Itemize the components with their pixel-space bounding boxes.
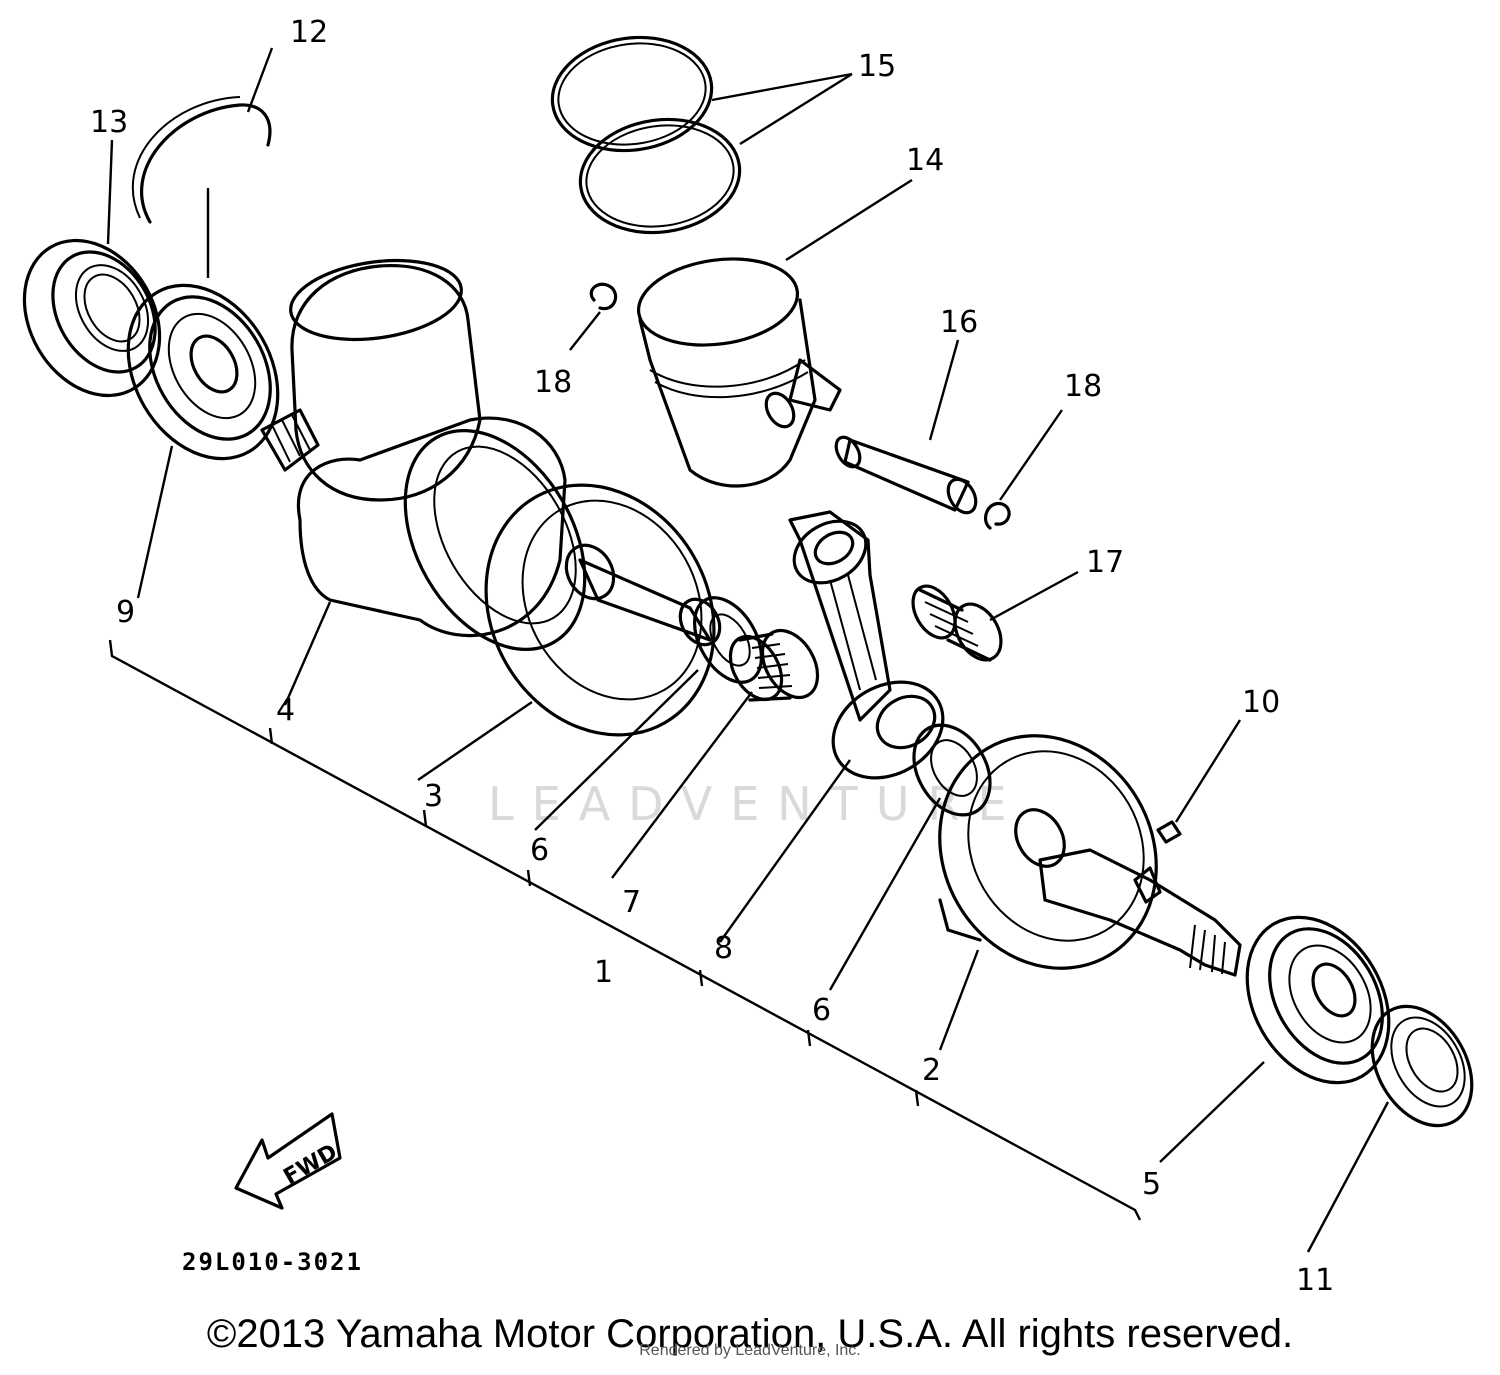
oil-seal-right[interactable] [1352, 989, 1492, 1144]
callout-13: 13 [90, 105, 128, 140]
callout-10: 10 [1242, 685, 1280, 720]
piston-pin-clip-lower[interactable] [984, 501, 1011, 530]
callout-2: 2 [922, 1053, 941, 1088]
needle-bearing-crankpin[interactable] [720, 621, 829, 709]
piston-pin-clip-upper[interactable] [589, 282, 618, 311]
callout-8: 8 [714, 931, 733, 966]
callout-1: 1 [594, 955, 613, 990]
crankshaft-right-half[interactable] [898, 696, 1242, 1008]
watermark: LEADVENTURE [488, 777, 1025, 831]
piston[interactable] [633, 249, 842, 488]
diagram-code: 29L010-3021 [182, 1248, 363, 1276]
callout-6-upper: 6 [530, 833, 549, 868]
callout-14: 14 [906, 143, 944, 178]
callout-18-upper: 18 [534, 365, 572, 400]
callout-4: 4 [276, 693, 295, 728]
piston-pin[interactable] [831, 433, 981, 517]
crankshaft-left-half[interactable] [260, 250, 759, 776]
connecting-rod[interactable] [783, 509, 960, 797]
callout-7: 7 [622, 885, 641, 920]
fwd-label: FWD [279, 1140, 341, 1190]
rendered-by-credit: Rendered by LeadVenture, Inc. [639, 1342, 861, 1359]
circlip[interactable] [140, 103, 272, 224]
callout-labels: 1 2 3 4 5 6 6 7 8 9 10 11 12 13 14 15 16… [90, 15, 1334, 1298]
small-end-needle-bearing[interactable] [904, 579, 1010, 668]
leader-lines [106, 47, 1390, 1253]
callout-12: 12 [290, 15, 328, 50]
oil-seal-left[interactable] [0, 216, 187, 420]
callout-11: 11 [1296, 1263, 1334, 1298]
callout-15: 15 [858, 49, 896, 84]
thrust-washer-upper[interactable] [681, 586, 775, 694]
callout-6-lower: 6 [812, 993, 831, 1028]
piston-rings[interactable] [545, 27, 747, 242]
callout-18-lower: 18 [1064, 369, 1102, 404]
woodruff-key[interactable] [1156, 820, 1182, 844]
callout-9: 9 [116, 595, 135, 630]
callout-5: 5 [1142, 1167, 1161, 1202]
copyright-notice: ©2013 Yamaha Motor Corporation, U.S.A. A… [206, 1312, 1294, 1356]
crankshaft-assembly-bracket [108, 639, 1142, 1221]
bearing-right[interactable] [1219, 892, 1418, 1108]
forward-direction-arrow: FWD [234, 1112, 342, 1210]
callout-3: 3 [424, 779, 443, 814]
bearing-left[interactable] [98, 258, 308, 485]
callout-17: 17 [1086, 545, 1124, 580]
callout-16: 16 [940, 305, 978, 340]
